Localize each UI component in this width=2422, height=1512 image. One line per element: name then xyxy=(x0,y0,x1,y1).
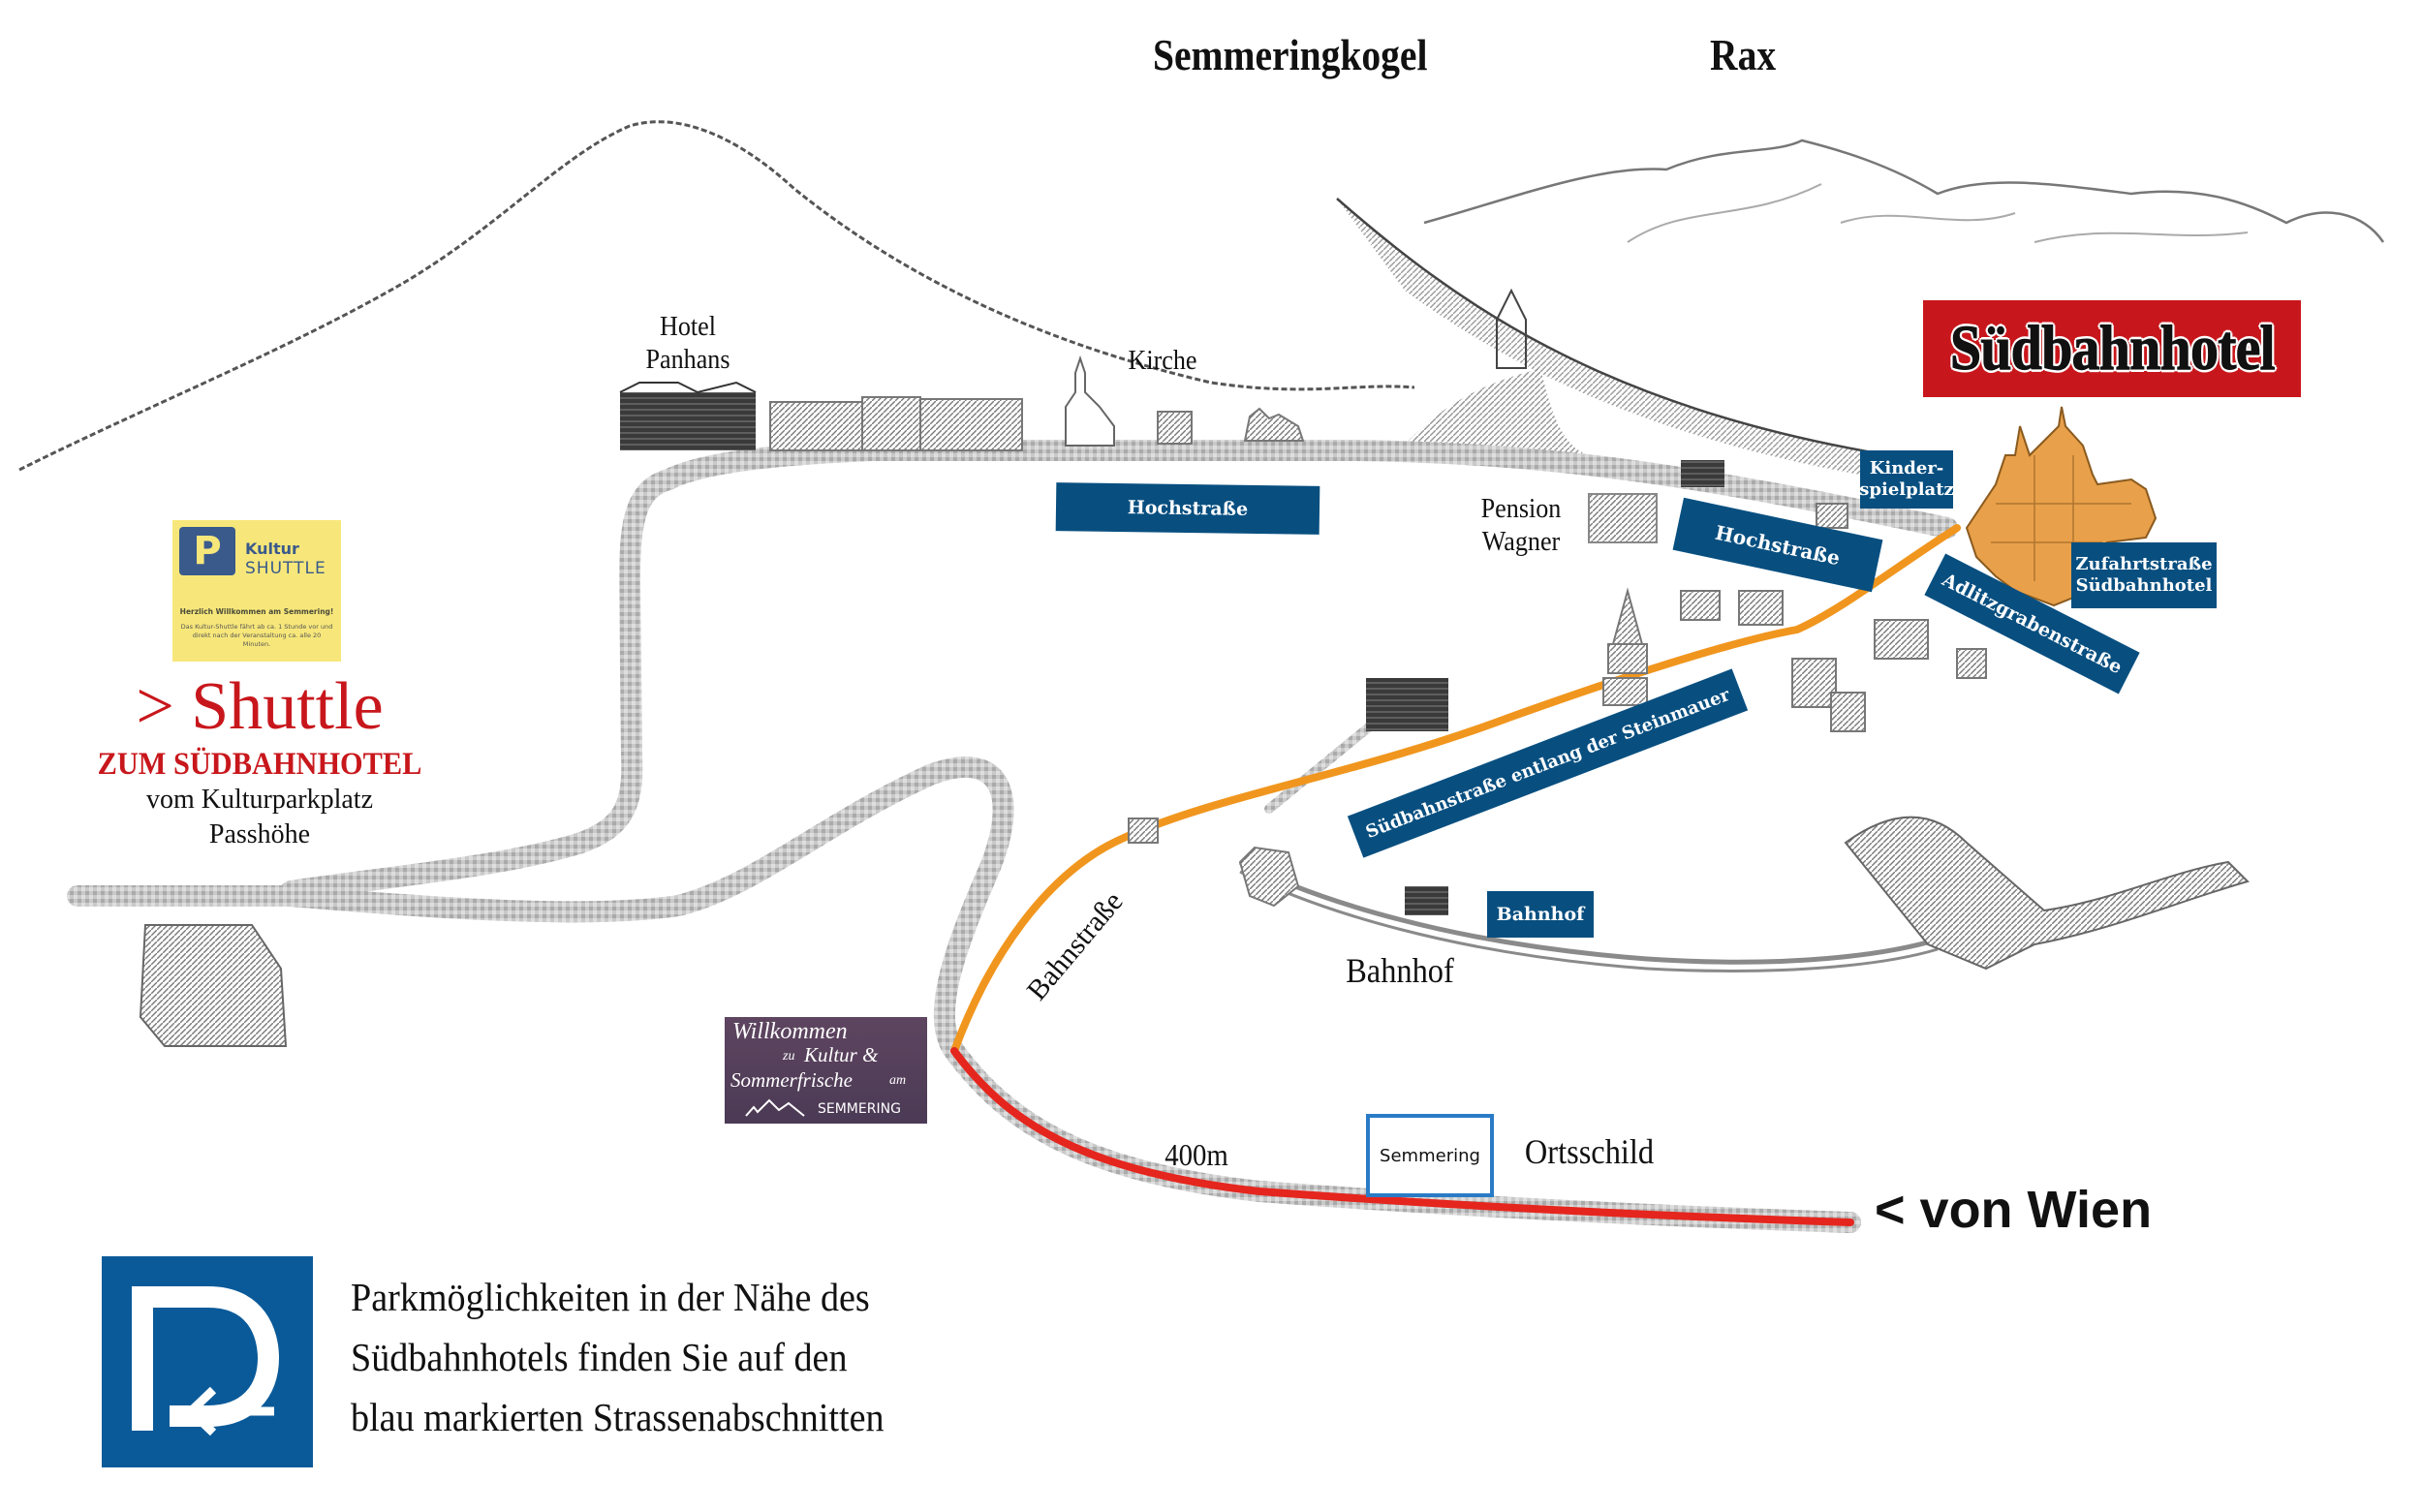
pension-wagner-line1: Pension xyxy=(1480,493,1562,524)
forest-slope xyxy=(1337,199,1889,475)
welcome-sign: Willkommen zu Kultur & Sommerfrische am … xyxy=(725,1017,927,1124)
welcome-line2a: zu xyxy=(783,1049,795,1064)
peak-label-semmeringkogel: Semmeringkogel xyxy=(1153,30,1428,79)
hotel-panhans-line2: Panhans xyxy=(645,344,730,375)
direction-von-wien: < von Wien xyxy=(1875,1181,2153,1239)
kultur-shuttle-title1: Kultur xyxy=(245,540,299,558)
kultur-shuttle-welcome: Herzlich Willkommen am Semmering! xyxy=(179,607,334,616)
welcome-line3: Sommerfrische xyxy=(730,1068,853,1092)
parking-legend-line2: Südbahnhotels finden Sie auf den xyxy=(351,1335,848,1379)
viaduct xyxy=(1844,816,2250,971)
rax-outline xyxy=(1423,139,2385,243)
shuttle-from-line1: vom Kulturparkplatz xyxy=(145,785,374,815)
welcome-brand: SEMMERING xyxy=(818,1101,901,1117)
semmeringkogel-outline xyxy=(18,120,1415,472)
parking-label-bahnhof[interactable]: Bahnhof xyxy=(1487,891,1594,938)
zufahrtstrasse-line1: Zufahrtstraße xyxy=(2075,554,2213,574)
place-label-bahnhof: Bahnhof xyxy=(1346,951,1454,990)
distance-label: 400m xyxy=(1164,1137,1228,1172)
welcome-line1: Willkommen xyxy=(732,1019,848,1044)
parking-sign-icon xyxy=(102,1256,313,1467)
place-label-pension-wagner: Pension Wagner xyxy=(1474,492,1569,558)
parking-label-kinderspielplatz[interactable]: Kinder- spielplatz xyxy=(1859,450,1954,509)
pension-wagner-line2: Wagner xyxy=(1481,526,1561,557)
peak-label-rax: Rax xyxy=(1710,30,1777,79)
place-label-hotel-panhans: Hotel Panhans xyxy=(636,310,740,376)
chapel-hill xyxy=(1395,368,1589,455)
rax-ridges xyxy=(1627,183,2249,243)
suedbahnhotel-title: Südbahnhotel xyxy=(1949,313,2276,385)
suedbahnhotel-illustration xyxy=(1965,406,2158,607)
hotel-panhans-line1: Hotel xyxy=(660,311,716,342)
town-sign-text: Semmering xyxy=(1380,1145,1480,1166)
red-route xyxy=(950,1047,1854,1226)
orange-route xyxy=(950,524,1961,1055)
chapel xyxy=(1496,288,1527,369)
parking-label-zufahrtstrasse[interactable]: Zufahrtstraße Südbahnhotel xyxy=(2071,542,2217,608)
welcome-line3b: am xyxy=(889,1073,907,1088)
kinderspielplatz-line1: Kinder- xyxy=(1869,458,1944,478)
shuttle-subline: ZUM SÜDBAHNHOTEL xyxy=(97,747,422,782)
zufahrtstrasse-line2: Südbahnhotel xyxy=(2075,575,2213,596)
place-label-ortsschild: Ortsschild xyxy=(1524,1132,1655,1171)
mountain-logo-icon xyxy=(745,1098,805,1117)
parking-arrow-icon xyxy=(132,1286,280,1436)
parking-legend-line3: blau markierten Strassenabschnitten xyxy=(351,1395,885,1439)
kultur-shuttle-title2: SHUTTLE xyxy=(245,559,326,578)
suedbahnhotel-banner[interactable]: Südbahnhotel xyxy=(1923,300,2301,397)
shuttle-from-line2: Passhöhe xyxy=(208,819,311,849)
railway xyxy=(1238,859,1939,972)
parking-p-icon: P xyxy=(179,527,235,575)
parking-legend-line1: Parkmöglichkeiten in der Nähe des xyxy=(351,1275,870,1319)
kinderspielplatz-line2: spielplatz xyxy=(1859,479,1954,500)
forest-slope-edge xyxy=(1336,198,1890,457)
town-sign-semmering: Semmering xyxy=(1366,1114,1494,1197)
kultur-shuttle-info: Das Kultur-Shuttle fährt ab ca. 1 Stunde… xyxy=(180,623,333,648)
parking-label-hochstrasse-west[interactable]: Hochstraße xyxy=(1055,482,1320,535)
shuttle-headline[interactable]: > Shuttle xyxy=(136,669,384,744)
parking-legend-text: Parkmöglichkeiten in der Nähe des Südbah… xyxy=(351,1267,885,1447)
place-label-kirche: Kirche xyxy=(1128,345,1197,376)
buildings xyxy=(139,355,2158,1047)
kultur-shuttle-card[interactable]: P Kultur SHUTTLE Herzlich Willkommen am … xyxy=(172,520,341,662)
shuttle-info: > Shuttle ZUM SÜDBAHNHOTEL vom Kulturpar… xyxy=(47,668,473,852)
welcome-line2b: Kultur & xyxy=(804,1043,879,1066)
